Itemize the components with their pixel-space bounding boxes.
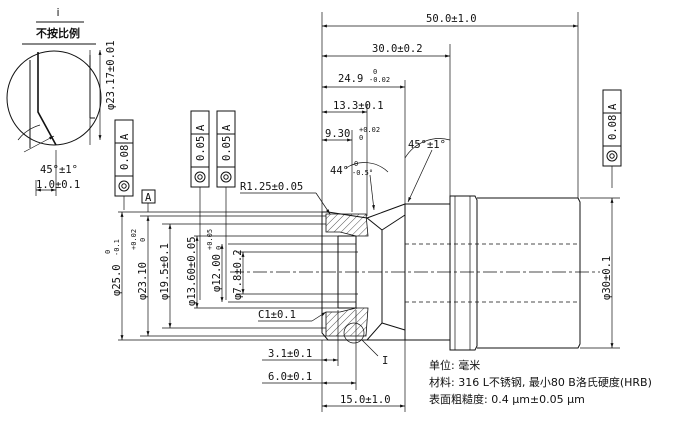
dim-133-label: 13.3±0.1 xyxy=(333,100,384,112)
note-roughness: 表面粗糙度: 0.4 μm±0.05 μm xyxy=(429,393,585,406)
detail-scale-note: 不按比例 xyxy=(36,26,80,40)
chamfer-label: C1±0.1 xyxy=(258,309,296,321)
tolerance-frame-3-datum: A xyxy=(221,124,233,131)
dim-60-label: 6.0±0.1 xyxy=(268,371,312,383)
tolerance-frame-2: A 0.05 xyxy=(190,110,210,188)
dim-150-label: 15.0±1.0 xyxy=(340,394,391,406)
dim-249-label: 24.9 xyxy=(338,73,363,85)
section-hatch-top xyxy=(325,213,369,237)
angle-44-arc xyxy=(345,162,389,173)
dim-50-label: 50.0±1.0 xyxy=(426,13,477,25)
dim-dia-2310-label: φ23.10 xyxy=(137,262,149,300)
note-material: 材料: 316 L不锈钢, 最小80 B洛氏硬度(HRB) xyxy=(429,376,652,389)
concentricity-icon xyxy=(220,171,232,183)
dim-dia-78-label: φ7.8±0.2 xyxy=(232,249,244,300)
dim-249-upper: 0 xyxy=(373,68,377,76)
detail-angle-arc xyxy=(17,124,41,141)
detail-angle-leader xyxy=(23,135,55,153)
detail-circle xyxy=(6,50,102,146)
radius-leader xyxy=(315,192,331,215)
chamfer-leader xyxy=(311,311,327,322)
detail-len-label: 1.0±0.1 xyxy=(36,179,80,191)
tolerance-frame-2-value: 0.05 xyxy=(195,136,207,161)
dim-dia-195-label: φ19.5±0.1 xyxy=(159,243,171,300)
dim-dia-120-label: φ12.00 xyxy=(211,254,223,292)
section-circle xyxy=(343,322,365,344)
diameter-dimensions: φ25.0 0 -0.1 φ23.10 +0.02 0 φ19.5±0.1 φ1… xyxy=(104,211,358,341)
concentricity-icon xyxy=(606,150,618,162)
dim-30-label: 30.0±0.2 xyxy=(372,43,423,55)
angle-44-leader xyxy=(369,174,375,211)
dim-249-lower: -0.02 xyxy=(369,76,390,84)
note-unit: 单位: 毫米 xyxy=(429,359,481,372)
dim-dia-30-label: φ30±0.1 xyxy=(601,256,613,300)
tolerance-frame-2-datum: A xyxy=(195,124,207,131)
top-dimensions: 50.0±1.0 30.0±0.2 24.9 0 -0.02 13.3±0.1 … xyxy=(240,12,579,216)
tolerance-frame-4: A 0.08 xyxy=(602,89,622,167)
drawing-notes: 单位: 毫米 材料: 316 L不锈钢, 最小80 B洛氏硬度(HRB) 表面粗… xyxy=(429,357,689,408)
datum-a: A xyxy=(141,189,156,212)
concentricity-icon xyxy=(118,180,130,192)
tolerance-frame-3-value: 0.05 xyxy=(221,136,233,161)
part-outline xyxy=(230,195,600,357)
detail-dia-label: φ23.17±0.01 xyxy=(105,40,117,110)
dim-dia-136-label: φ13.60±0.05 xyxy=(186,236,198,306)
dim-dia-250-label: φ25.0 xyxy=(111,264,123,296)
shaft-body xyxy=(477,197,581,349)
tolerance-frame-1: A 0.08 xyxy=(114,119,134,197)
angle-44-label: 44° xyxy=(330,165,349,177)
angle-44-lower: -0.5° xyxy=(352,169,373,177)
tolerance-frame-3: A 0.05 xyxy=(216,110,236,188)
dim-93-upper: +0.02 xyxy=(359,126,380,134)
tolerance-frame-4-value: 0.08 xyxy=(607,115,619,140)
dim-dia-250-lower: -0.1 xyxy=(113,239,121,256)
angle-44-upper: 0 xyxy=(354,160,358,168)
collar xyxy=(449,195,478,351)
section-label: I xyxy=(382,355,388,367)
detail-chamfer-edge xyxy=(37,52,57,146)
angle-45-leader xyxy=(407,149,433,203)
section-leader xyxy=(361,339,379,357)
dim-dia-2310-upper: +0.02 xyxy=(130,229,138,250)
dim-dia-120-lower: 0 xyxy=(215,246,223,250)
right-diameter: φ30±0.1 xyxy=(580,197,620,349)
dim-dia-2310-lower: 0 xyxy=(139,238,147,242)
concentricity-icon xyxy=(194,171,206,183)
dim-dia-120-upper: +0.05 xyxy=(206,229,214,250)
angle-45-label: 45°±1° xyxy=(408,139,446,151)
dim-93-lower: 0 xyxy=(359,134,363,142)
bottom-dimensions: 3.1±0.1 6.0±0.1 15.0±1.0 xyxy=(262,310,406,412)
tolerance-frame-1-datum: A xyxy=(119,133,131,140)
dim-93-label: 9.30 xyxy=(325,128,350,140)
tolerance-frame-4-datum: A xyxy=(607,103,619,110)
angle-45-arc xyxy=(404,138,451,159)
datum-a-label: A xyxy=(145,192,152,204)
detail-label: i xyxy=(56,6,59,19)
dim-31-label: 3.1±0.1 xyxy=(268,348,312,360)
section-hatch-bottom xyxy=(325,307,369,337)
detail-angle-label: 45°±1° xyxy=(40,164,78,176)
detail-view: i 不按比例 φ23.17±0.01 45°±1° 1.0±0.1 xyxy=(6,6,117,196)
tolerance-frame-1-value: 0.08 xyxy=(119,145,131,170)
dim-dia-250-upper: 0 xyxy=(104,250,112,254)
radius-label: R1.25±0.05 xyxy=(240,181,303,193)
